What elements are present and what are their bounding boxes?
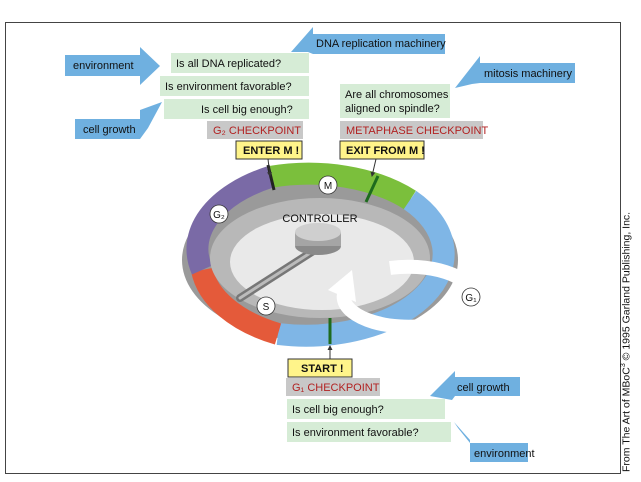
svg-text:Is environment favorable?: Is environment favorable?	[165, 81, 292, 93]
svg-text:ENTER M !: ENTER M !	[243, 145, 299, 157]
s-phase-segment	[191, 267, 282, 345]
cell-cycle-wheel: M G₂ S G₁ CONTROLLER	[182, 162, 481, 347]
svg-text:EXIT FROM M !: EXIT FROM M !	[346, 145, 425, 157]
svg-text:aligned on spindle?: aligned on spindle?	[345, 103, 440, 115]
g2-question-3: Is cell big enough?	[164, 99, 309, 119]
s-phase-label: S	[256, 296, 276, 316]
svg-text:Is cell big enough?: Is cell big enough?	[292, 404, 384, 416]
dna-replication-label: DNA replication machinery	[316, 38, 446, 50]
g2-question-1: Is all DNA replicated?	[171, 53, 309, 73]
metaphase-question: Are all chromosomes aligned on spindle?	[340, 84, 450, 118]
svg-text:Is cell big enough?: Is cell big enough?	[201, 104, 293, 116]
cell-growth-label-top: cell growth	[83, 124, 136, 136]
svg-text:METAPHASE CHECKPOINT: METAPHASE CHECKPOINT	[346, 125, 488, 137]
start-callout: START !	[287, 345, 353, 378]
cell-growth-arrow-bottom: cell growth	[430, 371, 520, 400]
m-phase-segment	[268, 162, 416, 210]
svg-text:M: M	[324, 181, 332, 192]
m-phase-label: M	[318, 175, 338, 195]
g1-question-2: Is environment favorable?	[287, 422, 451, 442]
svg-text:S: S	[263, 302, 270, 313]
metaphase-checkpoint-label: METAPHASE CHECKPOINT	[340, 121, 488, 139]
g1-phase-label: G₁	[461, 287, 481, 307]
mitosis-machinery-label: mitosis machinery	[484, 68, 573, 80]
svg-text:Are all chromosomes: Are all chromosomes	[345, 89, 449, 101]
exit-from-m-callout: EXIT FROM M !	[339, 140, 425, 177]
environment-label-top: environment	[73, 60, 134, 72]
mitosis-machinery-arrow: mitosis machinery	[455, 56, 575, 88]
controller-label: CONTROLLER	[282, 213, 357, 225]
g2-checkpoint-label: G₂ CHECKPOINT	[207, 121, 303, 139]
g2-question-2: Is environment favorable?	[160, 76, 309, 96]
svg-text:START !: START !	[301, 363, 344, 375]
environment-label-bottom: environment	[474, 448, 535, 460]
dna-replication-arrow: DNA replication machinery	[291, 27, 446, 54]
environment-arrow-top: environment	[65, 47, 160, 85]
g2-phase-segment	[186, 166, 274, 275]
enter-m-callout: ENTER M !	[235, 140, 303, 177]
g2-phase-label: G₂	[209, 204, 229, 224]
svg-text:G₁: G₁	[465, 293, 477, 304]
svg-text:G₂: G₂	[213, 210, 225, 221]
cell-growth-arrow-top: cell growth	[75, 102, 162, 139]
svg-text:G₂ CHECKPOINT: G₂ CHECKPOINT	[213, 125, 301, 137]
svg-text:G₁ CHECKPOINT: G₁ CHECKPOINT	[292, 382, 380, 394]
g1-checkpoint-label: G₁ CHECKPOINT	[286, 378, 380, 396]
cell-growth-label-bottom: cell growth	[457, 382, 510, 394]
svg-text:Is all DNA replicated?: Is all DNA replicated?	[176, 58, 281, 70]
copyright-credit: From The Art of MBoC3 © 1995 Garland Pub…	[620, 211, 633, 472]
environment-arrow-bottom: environment	[454, 422, 535, 462]
svg-text:Is environment favorable?: Is environment favorable?	[292, 427, 419, 439]
g1-question-1: Is cell big enough?	[287, 399, 445, 419]
